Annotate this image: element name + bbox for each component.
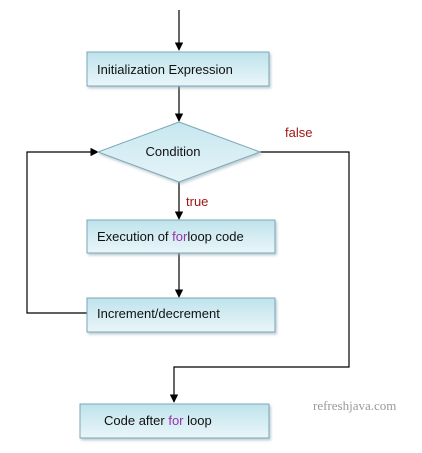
execution-label-before: Execution of	[97, 229, 172, 244]
code-after-loop-label: Code after for loop	[104, 413, 212, 428]
execution-label-after: loop code	[187, 229, 243, 244]
code-after-loop-box: Code after for loop	[79, 403, 270, 439]
false-branch-label: false	[285, 125, 312, 140]
loop-back-arrow	[26, 147, 99, 314]
condition-false-arrow	[169, 151, 350, 403]
code-after-label-keyword: for	[168, 413, 184, 428]
condition-diamond: Condition	[96, 121, 262, 183]
execution-label: Execution of forloop code	[97, 229, 244, 244]
watermark: refreshjava.com	[313, 398, 396, 413]
execution-box: Execution of forloop code	[86, 219, 276, 254]
increment-label: Increment/decrement	[97, 306, 220, 321]
execution-label-keyword: for	[172, 229, 188, 244]
init-expression-label: Initialization Expression	[97, 62, 233, 77]
true-branch-label: true	[186, 194, 208, 209]
init-expression-box: Initialization Expression	[86, 51, 270, 87]
code-after-label-before: Code after	[104, 413, 168, 428]
condition-label: Condition	[146, 144, 201, 159]
code-after-label-after: loop	[184, 413, 212, 428]
increment-box: Increment/decrement	[86, 297, 276, 333]
